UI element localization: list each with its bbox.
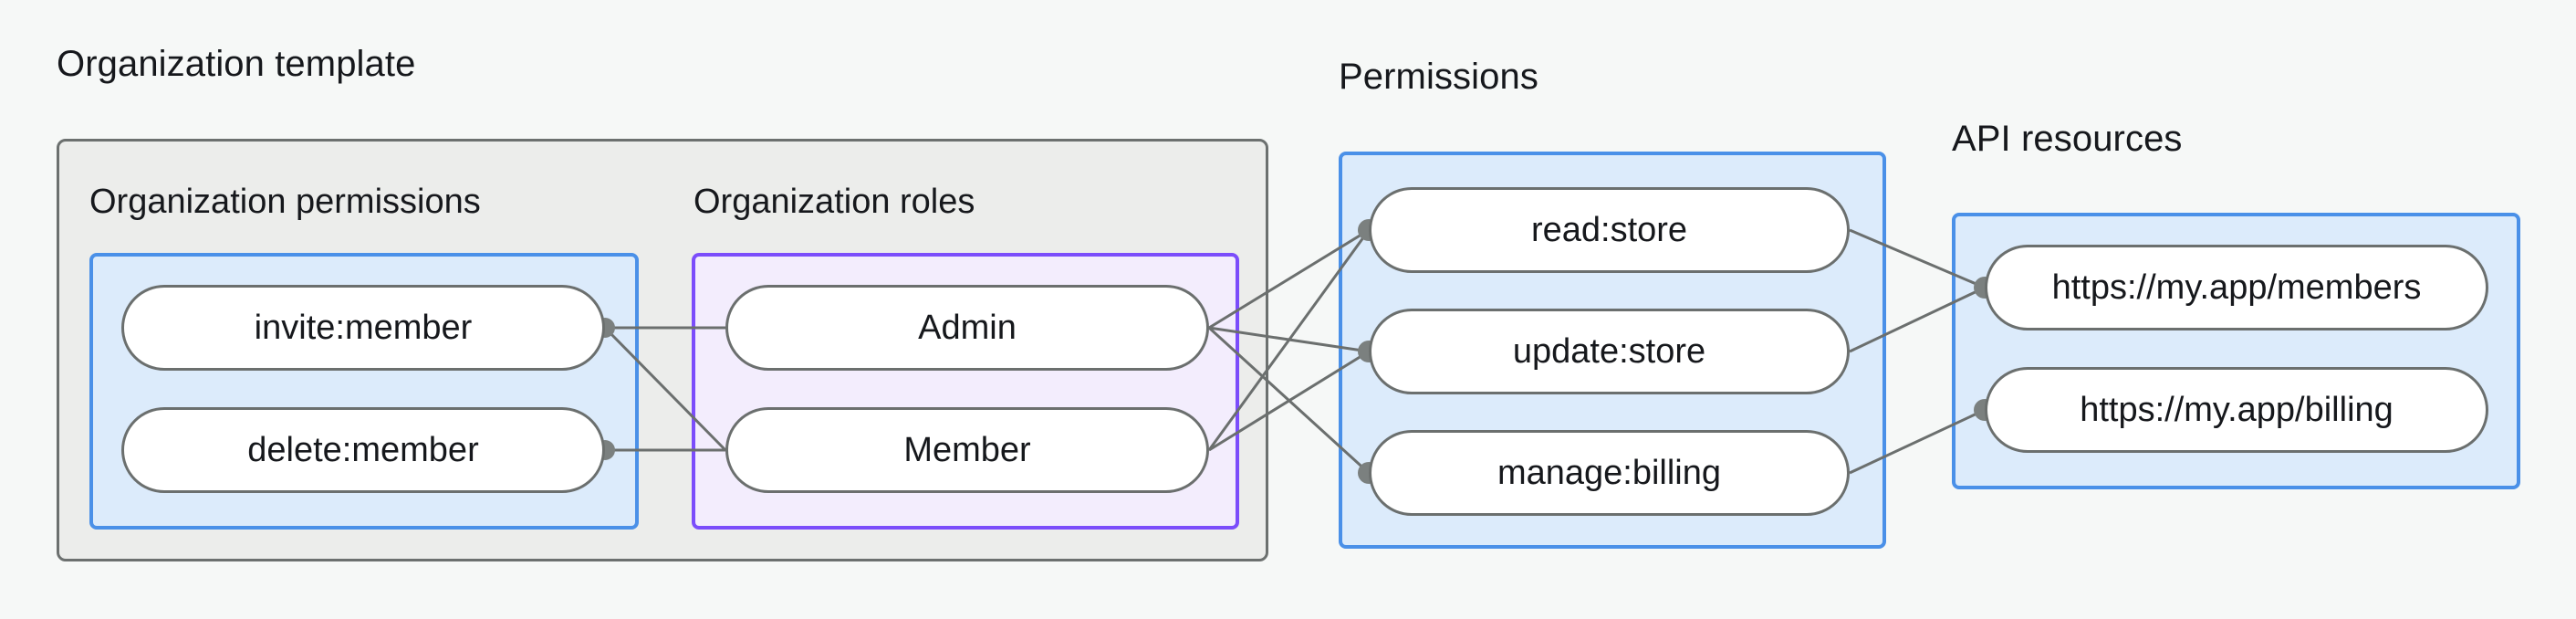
- node-label: Admin: [918, 308, 1017, 347]
- node-label: https://my.app/members: [2051, 268, 2422, 307]
- node-label: update:store: [1512, 331, 1706, 371]
- organization-permissions-title: Organization permissions: [89, 183, 481, 221]
- node-label: https://my.app/billing: [2080, 390, 2393, 429]
- node-label: delete:member: [247, 430, 479, 469]
- api-resources-title: API resources: [1952, 119, 2183, 159]
- node-label: invite:member: [254, 308, 473, 347]
- node-members-url[interactable]: https://my.app/members: [1985, 245, 2488, 330]
- node-label: read:store: [1530, 210, 1688, 249]
- node-label: Member: [903, 430, 1031, 469]
- organization-template-title: Organization template: [57, 44, 416, 84]
- organization-roles-title: Organization roles: [694, 183, 975, 221]
- node-label: manage:billing: [1497, 453, 1722, 492]
- node-read-store[interactable]: read:store: [1369, 187, 1850, 273]
- node-update-store[interactable]: update:store: [1369, 309, 1850, 394]
- permissions-title: Permissions: [1339, 57, 1538, 97]
- node-manage-billing[interactable]: manage:billing: [1369, 430, 1850, 516]
- node-member[interactable]: Member: [725, 407, 1209, 493]
- node-admin[interactable]: Admin: [725, 285, 1209, 371]
- node-delete-member[interactable]: delete:member: [121, 407, 605, 493]
- node-invite-member[interactable]: invite:member: [121, 285, 605, 371]
- node-billing-url[interactable]: https://my.app/billing: [1985, 367, 2488, 453]
